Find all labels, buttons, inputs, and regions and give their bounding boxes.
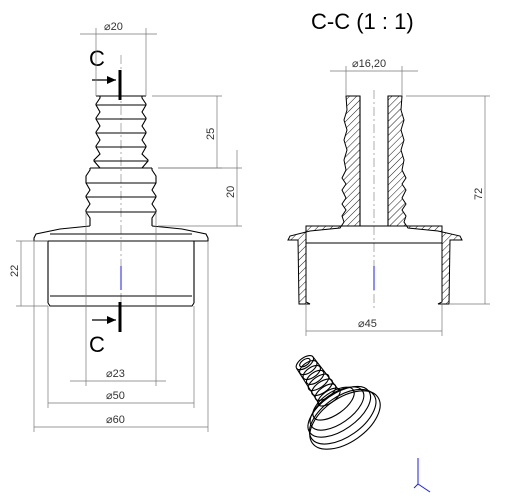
- front-view: C C ⌀20 25 20: [9, 21, 242, 432]
- svg-text:⌀23: ⌀23: [106, 368, 125, 380]
- svg-text:⌀45: ⌀45: [358, 318, 377, 330]
- flange: [33, 225, 209, 242]
- svg-text:⌀16,20: ⌀16,20: [352, 58, 386, 70]
- diameter-symbol-icon: ⌀: [104, 21, 111, 33]
- section-marker-bottom-label: C: [89, 332, 105, 357]
- isometric-view: [295, 355, 381, 450]
- section-marker-top-label: C: [89, 46, 105, 71]
- dim-d45-label: 45: [365, 318, 377, 330]
- dim-height-22: 22: [9, 240, 48, 307]
- dim-72-label: 72: [473, 188, 485, 200]
- axis-triad-icon: [413, 458, 431, 493]
- dim-22-label: 22: [9, 265, 21, 277]
- dim-diameter-45: ⌀45: [305, 304, 443, 336]
- svg-text:⌀60: ⌀60: [106, 414, 125, 426]
- diameter-symbol-icon: ⌀: [352, 58, 359, 70]
- section-view: C-C (1 : 1) ⌀16,20 72: [287, 9, 490, 336]
- dim-diameter-20: ⌀20: [80, 21, 157, 96]
- dim-diameter-23: ⌀23: [70, 212, 166, 386]
- dim-d50-label: 50: [113, 390, 125, 402]
- svg-text:⌀50: ⌀50: [106, 390, 125, 402]
- diameter-symbol-icon: ⌀: [106, 390, 113, 402]
- dim-d23-label: 23: [113, 368, 125, 380]
- section-wall-left: [287, 95, 361, 305]
- dim-d60-label: 60: [113, 414, 125, 426]
- dim-length-20: 20: [158, 150, 242, 227]
- barbed-stem: [85, 95, 157, 226]
- dim-height-72: 72: [406, 95, 490, 305]
- diameter-symbol-icon: ⌀: [358, 318, 365, 330]
- diameter-symbol-icon: ⌀: [106, 368, 113, 380]
- dim-length-25: 25: [152, 95, 222, 169]
- section-marker-top: C: [89, 46, 122, 100]
- section-wall-right: [387, 95, 463, 305]
- dim-20-label: 20: [225, 186, 237, 198]
- dim-diameter-16-20: ⌀16,20: [330, 58, 418, 96]
- dim-25-label: 25: [205, 128, 217, 140]
- diameter-symbol-icon: ⌀: [106, 414, 113, 426]
- dim-diameter-60: ⌀60: [33, 241, 209, 432]
- section-marker-bottom: C: [89, 302, 122, 357]
- dim-d20-label: 20: [111, 21, 123, 33]
- svg-text:⌀20: ⌀20: [104, 21, 123, 33]
- dim-diameter-50: ⌀50: [47, 306, 195, 408]
- section-title: C-C (1 : 1): [311, 9, 414, 34]
- dim-d16-label: 16,20: [359, 58, 387, 70]
